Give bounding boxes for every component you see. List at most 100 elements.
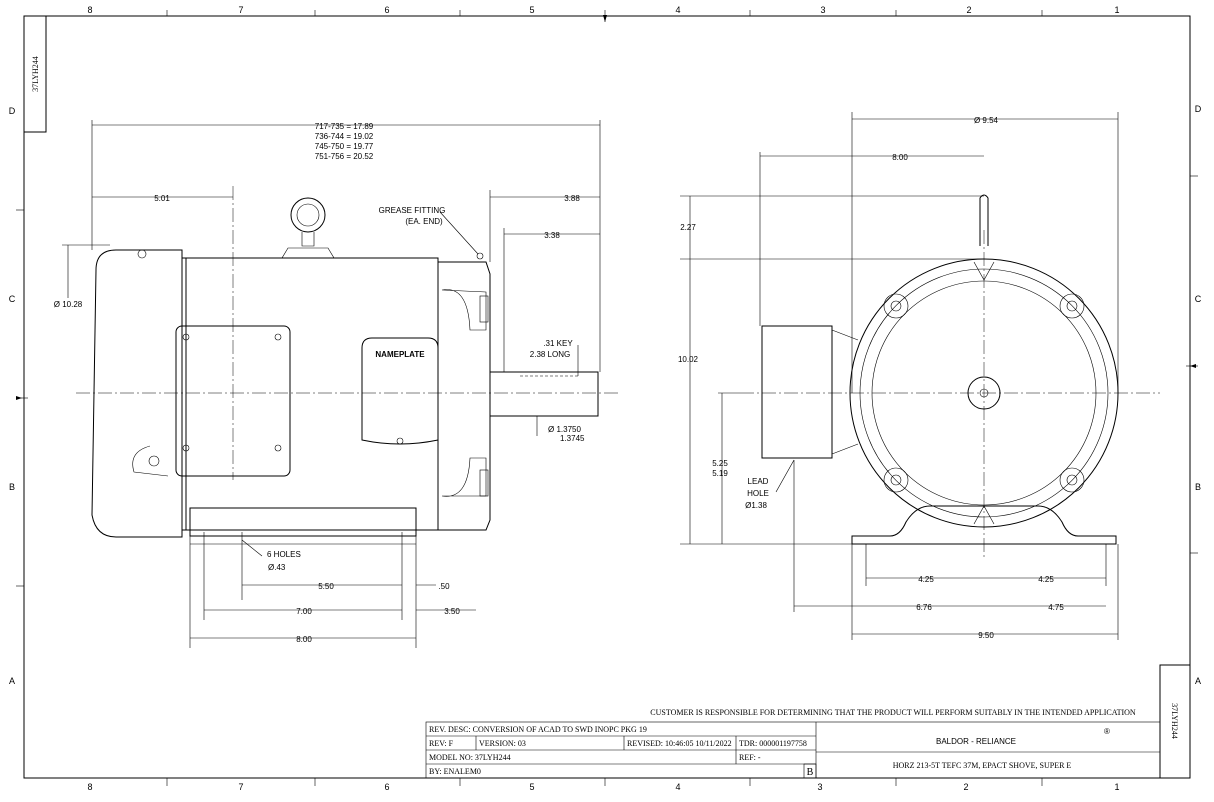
- mounting-feet: [189, 507, 417, 537]
- dim-4-25-right: 4.25: [1038, 575, 1054, 584]
- side-view: NAMEPLATE: [76, 186, 620, 648]
- key-length: 2.38 LONG: [530, 350, 570, 359]
- shaft-end: [967, 376, 1001, 410]
- dim-end-8-00: 8.00: [892, 153, 908, 162]
- zone-row-left: B: [9, 482, 15, 492]
- side-view-dimensions: [62, 120, 601, 639]
- zone-col-top: 5: [529, 5, 534, 15]
- dim-9-50: 9.50: [978, 631, 994, 640]
- dim-7-00: 7.00: [296, 607, 312, 616]
- holes-dia: Ø.43: [268, 563, 286, 572]
- lead-hole-dia: Ø1.38: [745, 501, 767, 510]
- id-box-bottom: [1159, 664, 1191, 779]
- dim-2-27: 2.27: [680, 223, 696, 232]
- model-no: MODEL NO: 37LYH244: [429, 753, 511, 762]
- tdr: TDR: 000001197758: [739, 739, 807, 748]
- grease-fitting-sub: (EA. END): [405, 217, 443, 226]
- dim-5-50: 5.50: [318, 582, 334, 591]
- lifting-eye-edge: [979, 194, 989, 246]
- dim-10-02: 10.02: [678, 355, 699, 364]
- brand-name: BALDOR - RELIANCE: [936, 737, 1016, 746]
- zone-col-bottom: 3: [817, 782, 822, 792]
- dim-3-88: 3.88: [564, 194, 580, 203]
- shaft-dia-min: 1.3745: [560, 434, 585, 443]
- overall-length-3: 745-750 = 19.77: [315, 142, 374, 151]
- lifting-eye: [290, 197, 326, 233]
- zone-labels: 8 7 6 5 4 3 2 1 8 7 6 5 4 3 2 1 D C B A …: [9, 5, 1202, 792]
- zone-col-top: 2: [966, 5, 971, 15]
- end-bracket: [437, 261, 491, 531]
- grease-fitting-label: GREASE FITTING: [379, 206, 446, 215]
- holes-count: 6 HOLES: [267, 550, 301, 559]
- rev-desc: REV. DESC: CONVERSION OF ACAD TO SWD INO…: [429, 725, 647, 734]
- zone-col-top: 1: [1114, 5, 1119, 15]
- zone-row-right: D: [1195, 104, 1202, 114]
- shaft-height-min: 5.19: [712, 469, 728, 478]
- overall-length-4: 751-756 = 20.52: [315, 152, 374, 161]
- dim-8-00: 8.00: [296, 635, 312, 644]
- grease-fitting: [476, 252, 484, 260]
- zone-row-left: C: [9, 294, 16, 304]
- nameplate-outline: [361, 337, 439, 445]
- dim-0-50: .50: [438, 582, 450, 591]
- zone-col-bottom: 2: [963, 782, 968, 792]
- end-feet: [851, 505, 1117, 545]
- sheet-border: [23, 15, 1191, 779]
- dim-dia-10-28: Ø 10.28: [54, 300, 83, 309]
- bolt-bosses: [883, 293, 1085, 493]
- fan-cover: [91, 249, 183, 538]
- drawing-id-bottom: 37LYH244: [1170, 703, 1179, 739]
- zone-col-top: 7: [238, 5, 243, 15]
- key-label: .31 KEY: [543, 339, 573, 348]
- drawing-id-top: 37LYH244: [31, 56, 40, 92]
- by: BY: ENALEM0: [429, 767, 481, 776]
- zone-col-top: 4: [675, 5, 680, 15]
- conduit-box: [175, 325, 291, 477]
- dim-5-01: 5.01: [154, 194, 170, 203]
- zone-row-right: B: [1195, 482, 1201, 492]
- zone-col-bottom: 1: [1114, 782, 1119, 792]
- lead-hole-label-2: HOLE: [747, 489, 769, 498]
- zone-col-bottom: 5: [529, 782, 534, 792]
- end-view-dimensions: [680, 112, 1119, 640]
- rev: REV: F: [429, 739, 454, 748]
- zone-col-bottom: 6: [384, 782, 389, 792]
- dim-4-75: 4.75: [1048, 603, 1064, 612]
- zone-ticks: [16, 10, 1198, 786]
- shaft: [489, 371, 599, 417]
- shaft-dia-max: Ø 1.3750: [548, 425, 581, 434]
- conduit-box-end: [761, 325, 833, 459]
- motor-description: HORZ 213-5T TEFC 37M, EPACT SHOVE, SUPER…: [893, 761, 1072, 770]
- dim-3-50: 3.50: [444, 607, 460, 616]
- dim-3-38: 3.38: [544, 231, 560, 240]
- dim-6-76: 6.76: [916, 603, 932, 612]
- id-box-top: [23, 15, 47, 133]
- motor-frame: [185, 257, 439, 531]
- version: VERSION: 03: [479, 739, 526, 748]
- overall-length-2: 736-744 = 19.02: [315, 132, 374, 141]
- lead-hole-label: LEAD: [748, 477, 769, 486]
- disclaimer: CUSTOMER IS RESPONSIBLE FOR DETERMINING …: [650, 708, 1136, 717]
- title-block: [425, 721, 1161, 779]
- zone-col-top: 6: [384, 5, 389, 15]
- overall-length-1: 717-735 = 17.89: [315, 122, 374, 131]
- zone-row-right: C: [1195, 294, 1202, 304]
- dim-4-25-left: 4.25: [918, 575, 934, 584]
- shaft-height-max: 5.25: [712, 459, 728, 468]
- zone-col-bottom: 4: [675, 782, 680, 792]
- zone-row-right: A: [1195, 676, 1201, 686]
- zone-col-bottom: 7: [238, 782, 243, 792]
- ref: REF: -: [739, 753, 761, 762]
- brand-registered-mark: ®: [1104, 727, 1110, 736]
- revised: REVISED: 10:46:05 10/11/2022: [627, 739, 732, 748]
- sheet-size: B: [807, 767, 814, 778]
- dim-dia-9-54: Ø 9.54: [974, 116, 999, 125]
- zone-row-left: A: [9, 676, 15, 686]
- nameplate-label: NAMEPLATE: [375, 350, 425, 359]
- zone-col-bottom: 8: [87, 782, 92, 792]
- zone-row-left: D: [9, 106, 16, 116]
- zone-col-top: 8: [87, 5, 92, 15]
- zone-col-top: 3: [820, 5, 825, 15]
- end-view: [740, 194, 1160, 560]
